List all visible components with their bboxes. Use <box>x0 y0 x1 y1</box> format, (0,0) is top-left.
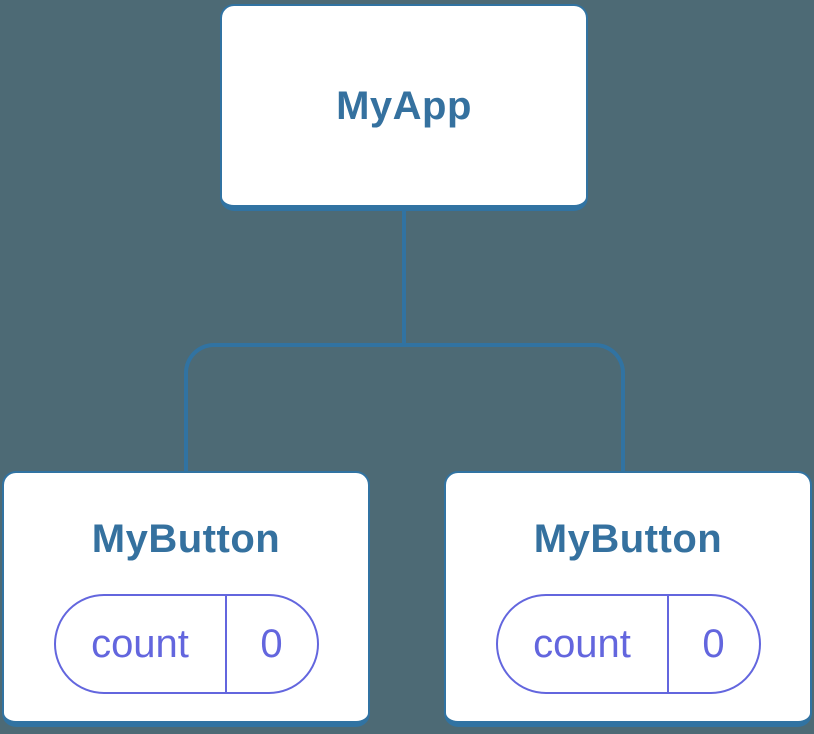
child-component-label: MyButton <box>91 517 281 561</box>
child-component-node-right: MyButton count 0 <box>444 471 812 727</box>
child-component-node-left: MyButton count 0 <box>2 471 370 727</box>
state-name-label: count <box>91 621 189 666</box>
child-component-label: MyButton <box>533 517 723 561</box>
connector-branch-lines <box>184 343 625 471</box>
state-name-label: count <box>533 621 631 666</box>
state-value-label: 0 <box>260 621 283 666</box>
state-value-cell: 0 <box>669 596 759 692</box>
state-pill: count 0 <box>53 594 319 694</box>
state-name-cell: count <box>56 596 227 692</box>
state-name-cell: count <box>498 596 669 692</box>
state-pill: count 0 <box>495 594 761 694</box>
root-component-node: MyApp <box>220 4 588 211</box>
connector-stem-line <box>402 209 406 345</box>
state-value-cell: 0 <box>227 596 317 692</box>
root-component-label: MyApp <box>336 83 472 128</box>
state-value-label: 0 <box>702 621 725 666</box>
